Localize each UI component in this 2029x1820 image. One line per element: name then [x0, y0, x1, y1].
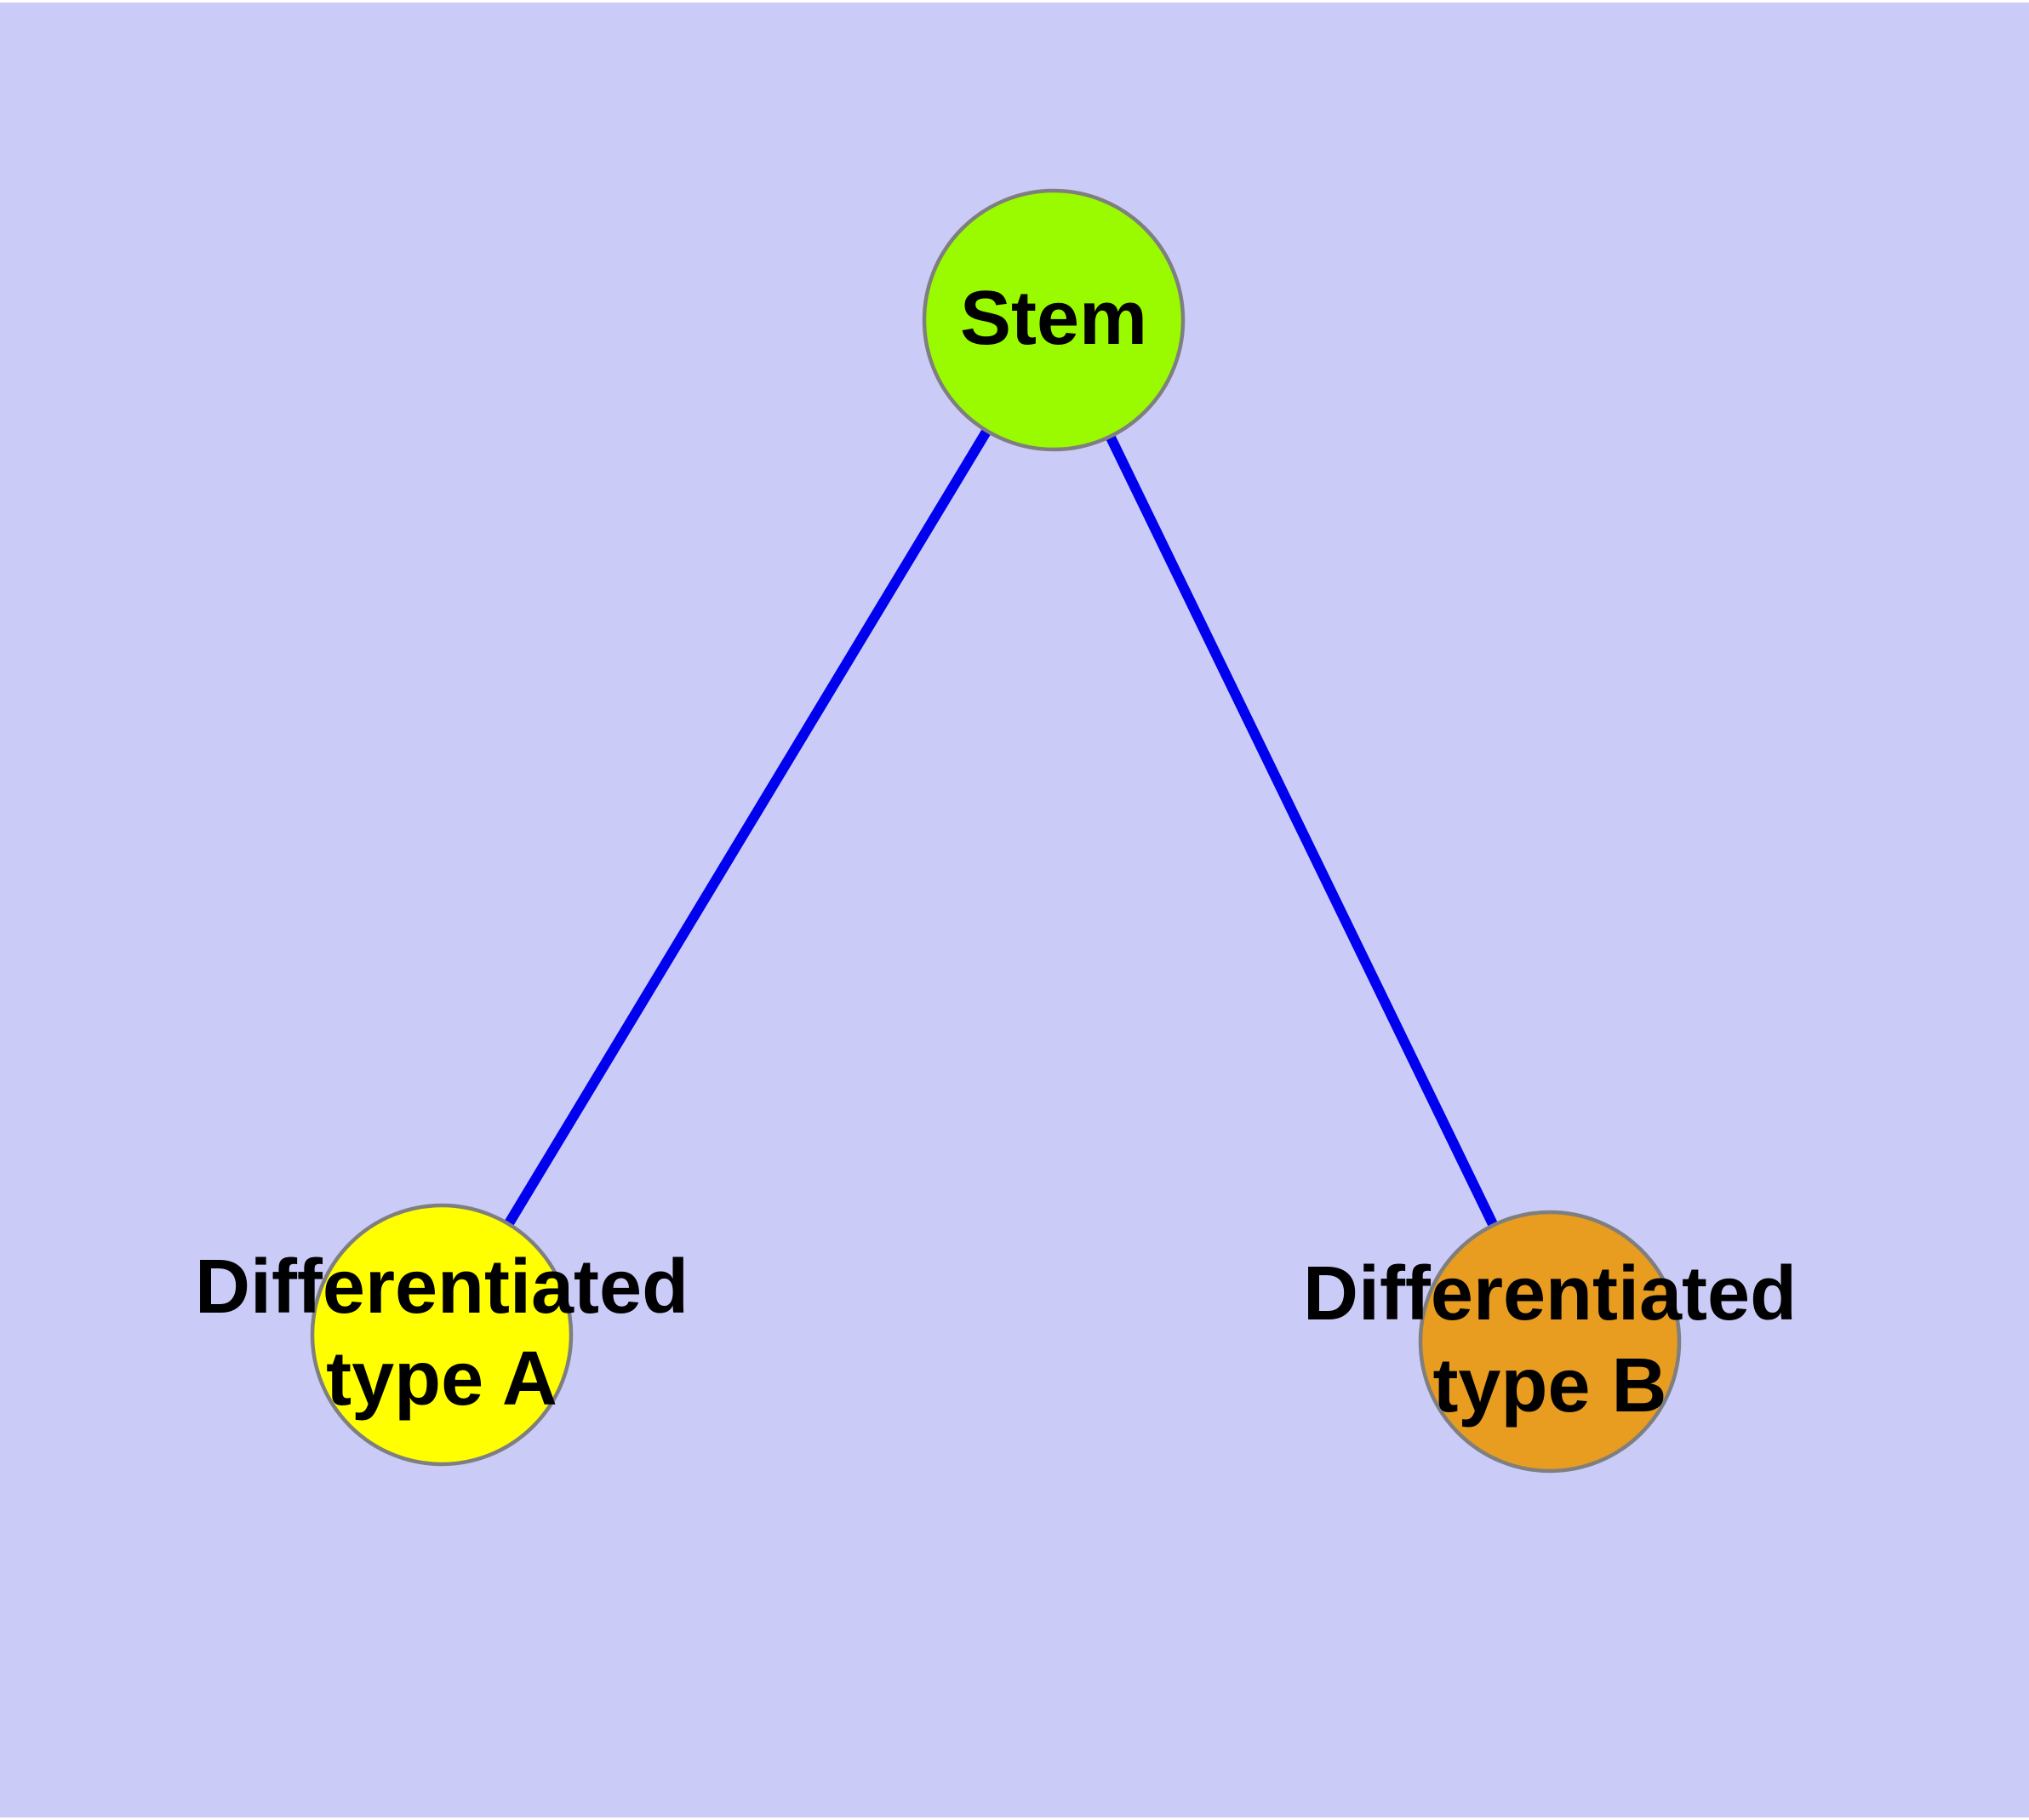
edge-stem-to-type-a — [437, 317, 1059, 1338]
graph-svg — [310, 188, 1682, 1474]
node-type-b-label: Differentiated type B — [1303, 1248, 1797, 1432]
node-type-a-label: Differentiated type A — [195, 1241, 689, 1425]
node-type-b-circle — [1418, 1210, 1682, 1474]
node-type-b-label-line2: type B — [1432, 1343, 1667, 1428]
node-stem-label: Stem — [959, 276, 1148, 361]
node-stem-circle — [922, 188, 1186, 452]
diagram-canvas: Stem Differentiated type A Differentiate… — [0, 3, 2029, 1817]
node-type-b-label-line1: Differentiated — [1302, 1251, 1798, 1336]
edge-stem-to-type-b — [1049, 318, 1555, 1344]
node-type-a-circle — [310, 1203, 574, 1467]
node-type-a-label-line1: Differentiated — [194, 1245, 689, 1330]
node-type-a-label-line2: type A — [326, 1336, 557, 1422]
